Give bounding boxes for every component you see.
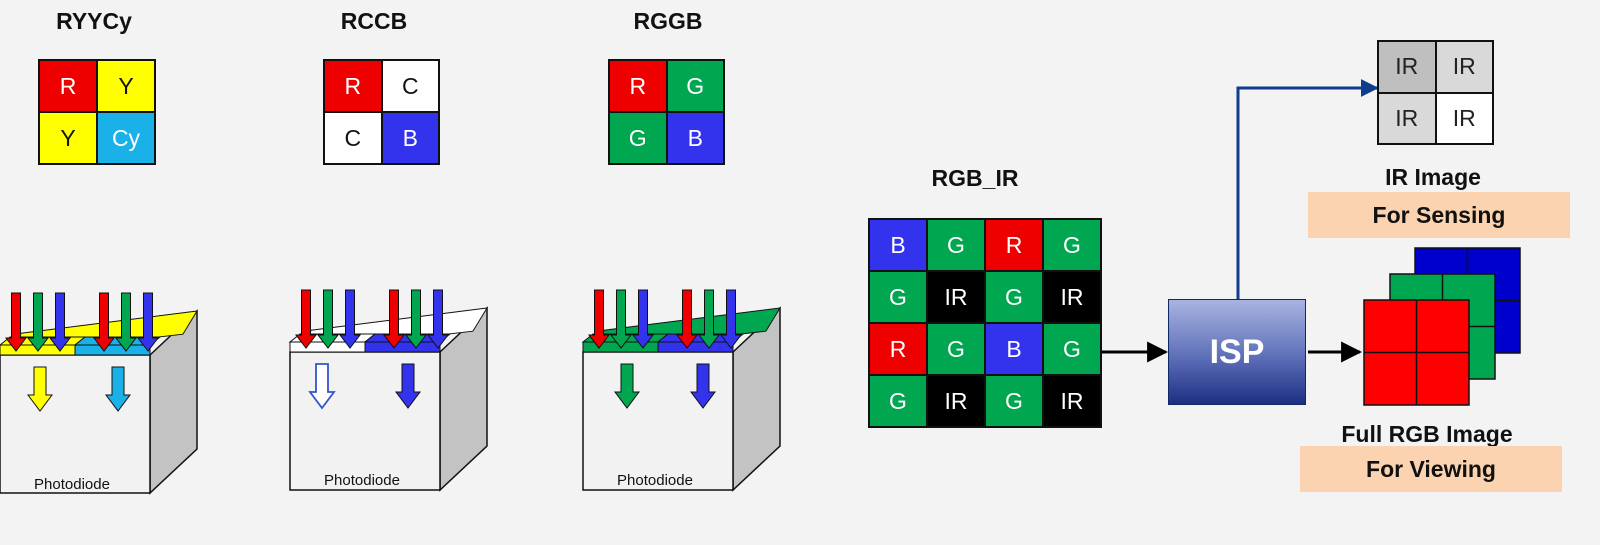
- incoming-blue-light-arrow-1: [48, 292, 72, 352]
- photodiode-cube-rccb: [288, 289, 488, 492]
- incoming-red-light-arrow-2: [675, 289, 699, 349]
- filter-front-right: [657, 341, 734, 353]
- incoming-green-light-arrow-1: [316, 289, 340, 349]
- rgb-ir-cell: G: [869, 375, 927, 427]
- transmitted-light-arrow-1: [308, 363, 336, 410]
- incoming-blue-light-arrow-2: [136, 292, 160, 352]
- mosaic-rggb-cell: B: [666, 112, 724, 164]
- full-rgb-image-title: Full RGB Image: [1341, 421, 1513, 447]
- ir-image-cell: IR: [1435, 41, 1493, 93]
- red-plane: [1363, 299, 1470, 406]
- ir-image-cell: IR: [1378, 92, 1436, 144]
- rgb-ir-cell: G: [1043, 323, 1101, 375]
- mosaic-title-rccb: RCCB: [340, 8, 408, 34]
- mosaic-rccb-cell: C: [381, 60, 439, 112]
- mosaic-rccb-cell: C: [324, 112, 382, 164]
- incoming-green-light-arrow-1: [609, 289, 633, 349]
- ir-image-cell: IR: [1435, 92, 1493, 144]
- mosaic-rccb-cell: B: [381, 112, 439, 164]
- rgb-ir-cell: G: [1043, 219, 1101, 271]
- incoming-blue-light-arrow-2: [719, 289, 743, 349]
- transmitted-light-arrow-2: [395, 363, 421, 409]
- rgb-ir-cell: IR: [927, 375, 985, 427]
- incoming-blue-light-arrow-1: [631, 289, 655, 349]
- mosaic-rccb-cell: R: [324, 60, 382, 112]
- mosaic-ryycy-cell: Y: [39, 112, 97, 164]
- rgb-ir-cell: R: [985, 219, 1043, 271]
- arrow-isp-to-ir-image: [1236, 79, 1379, 299]
- filter-front-right: [364, 341, 441, 353]
- rgb-ir-cell: G: [985, 271, 1043, 323]
- rgb-ir-cell: B: [985, 323, 1043, 375]
- rgb-ir-cell: G: [985, 375, 1043, 427]
- isp-block: ISP: [1168, 299, 1306, 405]
- incoming-green-light-arrow-2: [697, 289, 721, 349]
- mosaic-title-rggb: RGGB: [633, 8, 703, 34]
- photodiode-cube-rggb: [581, 289, 781, 492]
- mosaic-rggb-cell: R: [609, 60, 667, 112]
- transmitted-light-arrow-2: [105, 366, 131, 412]
- mosaic-title-ryycy: RYYCy: [56, 8, 132, 34]
- mosaic-rggb-cell: G: [609, 112, 667, 164]
- ir-image-cell: IR: [1378, 41, 1436, 93]
- rgb-output-stack: [1363, 247, 1521, 406]
- rgb-ir-cell: G: [927, 219, 985, 271]
- ir-image-title: IR Image: [1385, 164, 1481, 190]
- transmitted-light-arrow-1: [27, 366, 53, 412]
- mosaic-ryycy-cell: Cy: [97, 112, 155, 164]
- cube-front-face: [289, 351, 441, 491]
- incoming-green-light-arrow-1: [26, 292, 50, 352]
- incoming-blue-light-arrow-2: [426, 289, 450, 349]
- photodiode-label-rccb: Photodiode: [324, 472, 400, 489]
- rgb-ir-cell: IR: [927, 271, 985, 323]
- incoming-red-light-arrow-1: [4, 292, 28, 352]
- rgb-ir-cell: R: [869, 323, 927, 375]
- photodiode-cube-ryycy: [0, 292, 198, 495]
- incoming-red-light-arrow-1: [587, 289, 611, 349]
- rgb-ir-cell: IR: [1043, 375, 1101, 427]
- rgb-ir-cell: G: [869, 271, 927, 323]
- cube-front-face: [582, 351, 734, 491]
- incoming-blue-light-arrow-1: [338, 289, 362, 349]
- photodiode-label-ryycy: Photodiode: [34, 476, 110, 493]
- cube-front-face: [0, 354, 151, 494]
- rgb-ir-title: RGB_IR: [931, 165, 1019, 191]
- mosaic-rggb-cell: G: [666, 60, 724, 112]
- incoming-red-light-arrow-2: [382, 289, 406, 349]
- incoming-red-light-arrow-2: [92, 292, 116, 352]
- photodiode-label-rggb: Photodiode: [617, 472, 693, 489]
- for-sensing-banner: For Sensing: [1308, 192, 1570, 238]
- incoming-green-light-arrow-2: [114, 292, 138, 352]
- rgb-ir-cell: B: [869, 219, 927, 271]
- incoming-red-light-arrow-1: [294, 289, 318, 349]
- transmitted-light-arrow-2: [690, 363, 716, 409]
- transmitted-light-arrow-1: [614, 363, 640, 409]
- rgb-ir-cell: G: [927, 323, 985, 375]
- incoming-green-light-arrow-2: [404, 289, 428, 349]
- mosaic-ryycy-cell: R: [39, 60, 97, 112]
- filter-front-right: [74, 344, 151, 356]
- for-viewing-banner: For Viewing: [1300, 446, 1562, 492]
- rgb-ir-cell: IR: [1043, 271, 1101, 323]
- mosaic-ryycy-cell: Y: [97, 60, 155, 112]
